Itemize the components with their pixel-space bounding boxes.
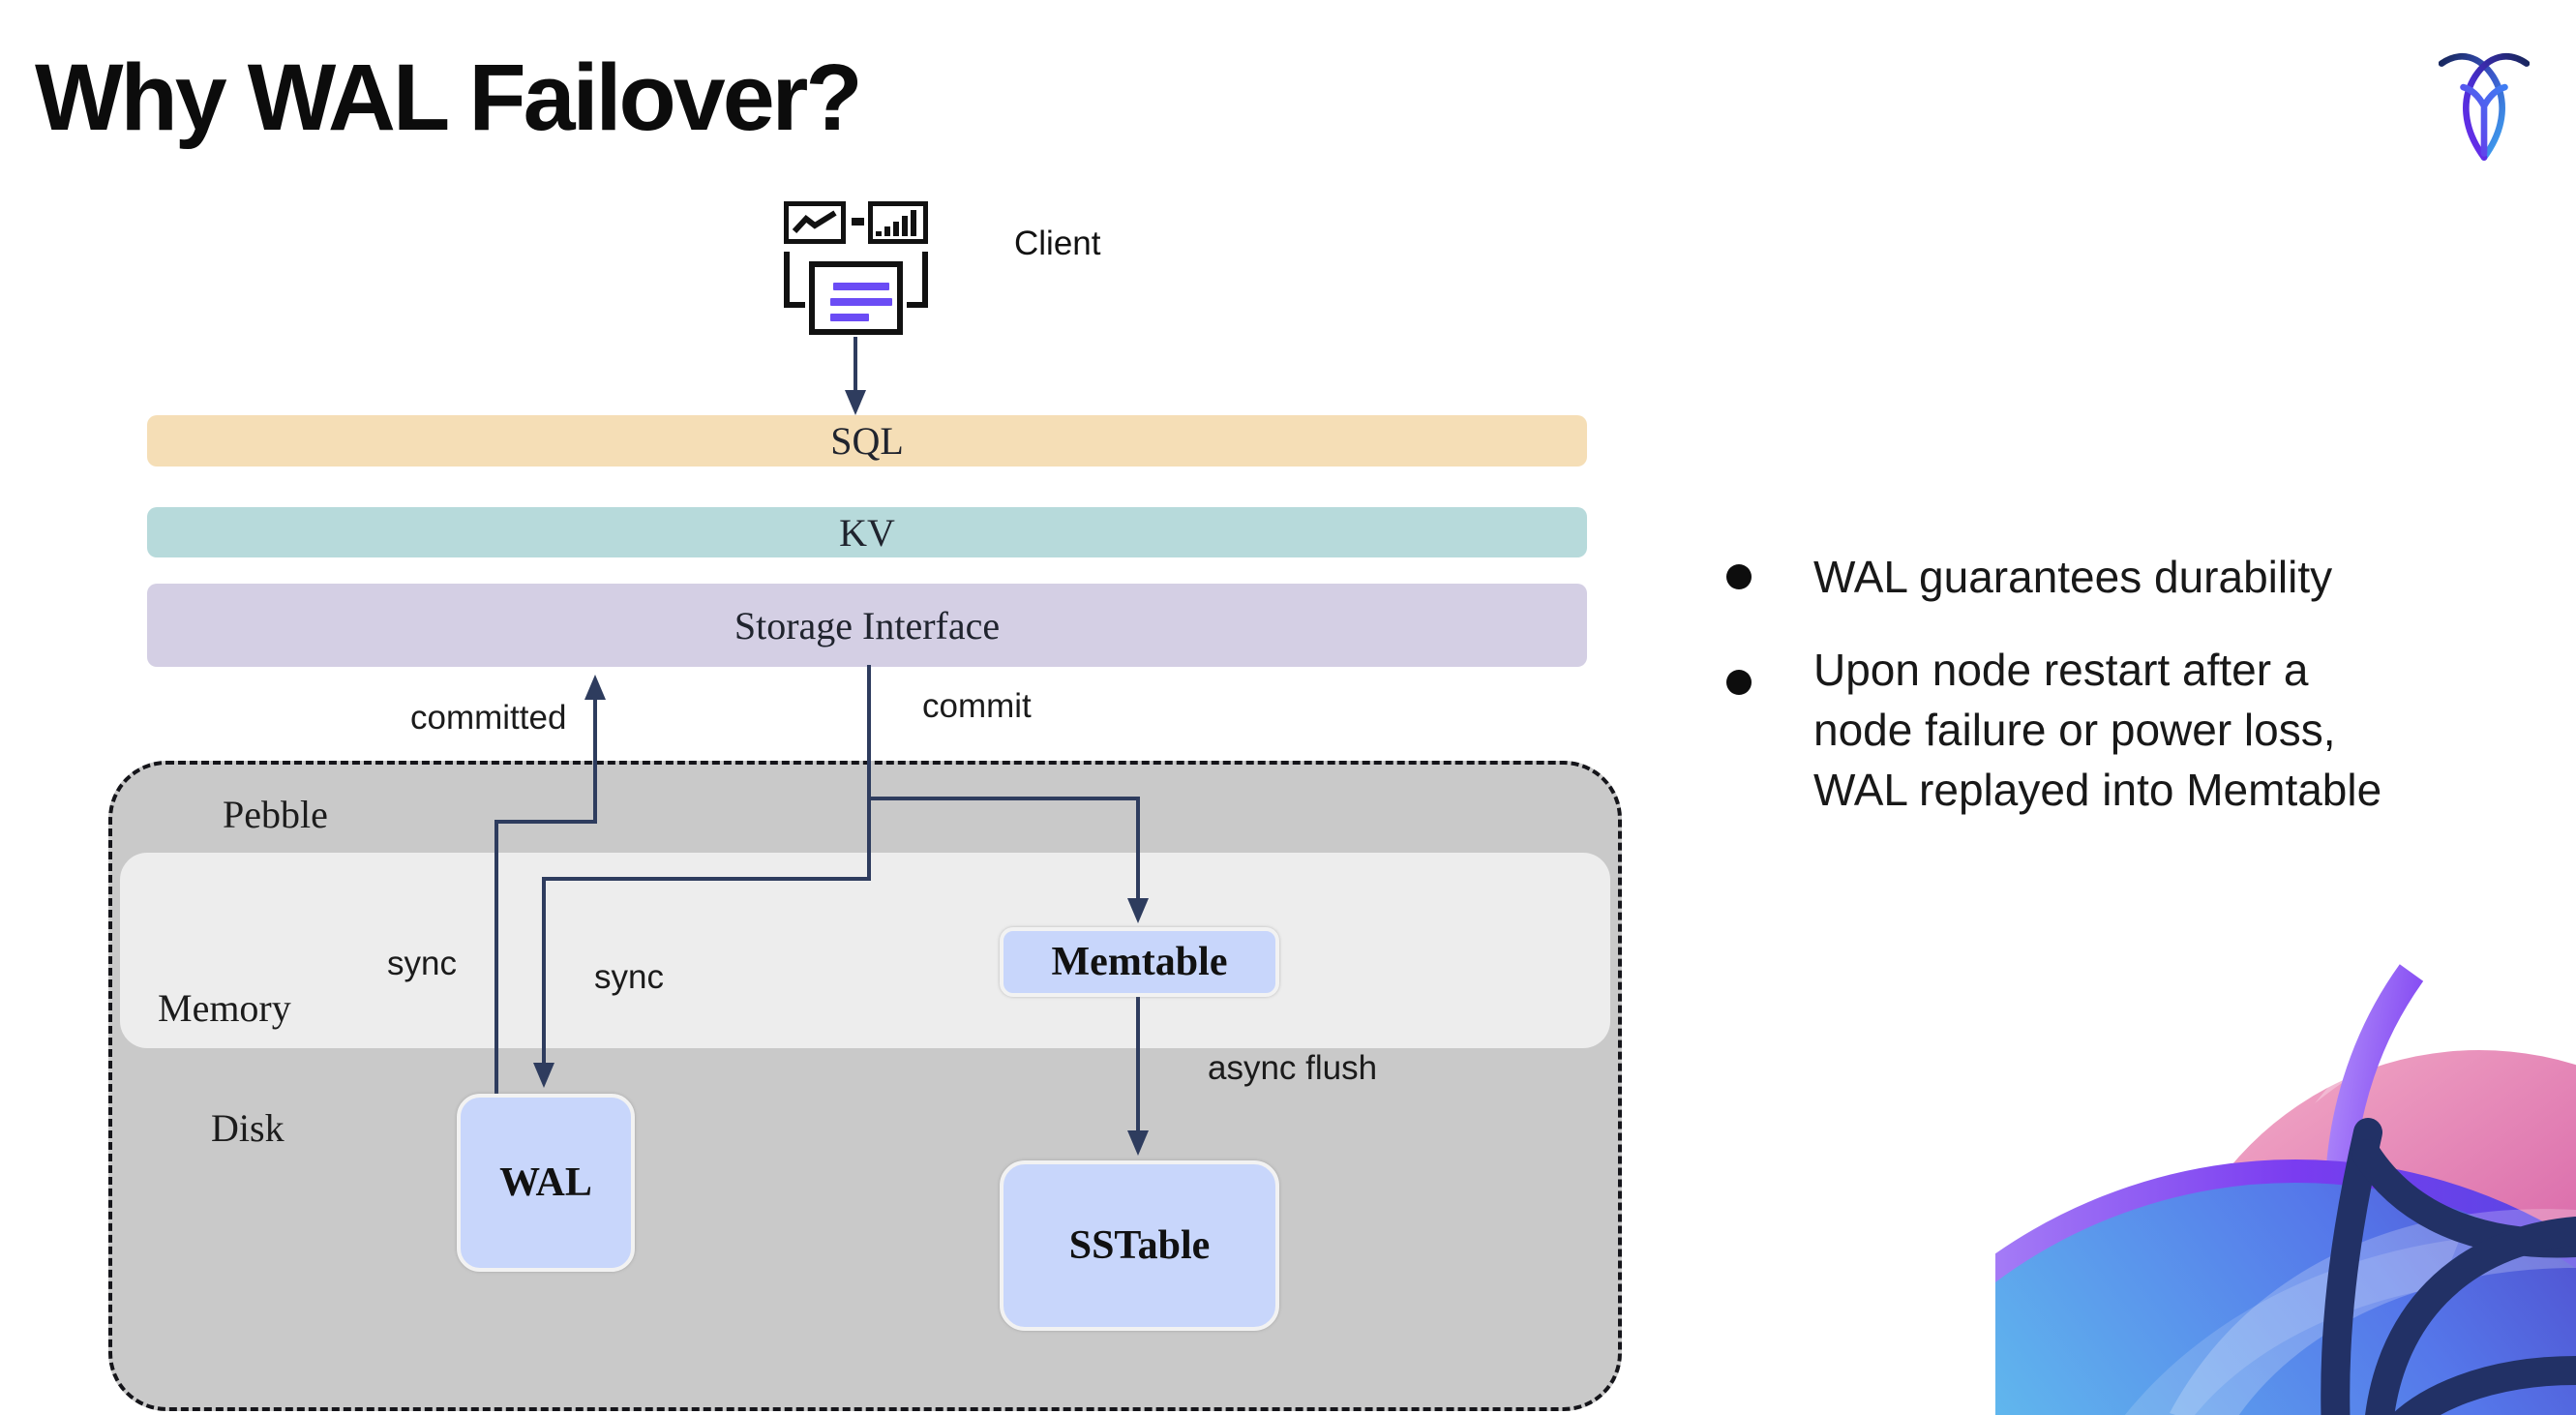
memory-label: Memory <box>158 986 291 1030</box>
page-title: Why WAL Failover? <box>35 45 863 150</box>
wal-label: WAL <box>499 1160 592 1205</box>
document-icon <box>809 261 903 335</box>
memory-zone <box>120 853 1610 1048</box>
client-label: Client <box>1014 225 1101 262</box>
layer-storage-interface: Storage Interface <box>147 584 1587 667</box>
committed-arrowhead <box>584 675 606 700</box>
memtable-arrow-segment <box>867 797 1140 800</box>
async-flush-label: async flush <box>1208 1049 1378 1087</box>
line-chart-icon <box>784 201 846 244</box>
cockroachdb-logo-icon <box>2438 48 2531 163</box>
committed-arrow-segment <box>494 820 498 1096</box>
commit-arrow-segment <box>867 665 871 881</box>
committed-label: committed <box>410 699 567 737</box>
sstable-label: SSTable <box>1068 1223 1211 1268</box>
sync-label-right: sync <box>594 958 664 996</box>
commit-arrow-segment <box>542 877 871 881</box>
bullet-item: WAL guarantees durability <box>1813 552 2333 602</box>
committed-arrow-segment <box>494 820 597 824</box>
disk-label: Disk <box>211 1106 285 1150</box>
brand-gradient-art <box>1844 948 2576 1415</box>
memtable-arrow-segment <box>1136 797 1140 900</box>
layer-sql-label: SQL <box>830 419 904 463</box>
client-arrow-line <box>854 337 857 393</box>
memtable-label: Memtable <box>1051 940 1228 984</box>
bracket-left-icon <box>784 252 805 308</box>
memtable-node: Memtable <box>1000 927 1279 997</box>
sstable-node: SSTable <box>1000 1160 1279 1331</box>
async-flush-arrowhead <box>1127 1130 1149 1156</box>
layer-kv: KV <box>147 507 1587 557</box>
sync-arrow-segment <box>542 877 546 1063</box>
wal-node: WAL <box>457 1094 635 1272</box>
bullet-dot <box>1726 564 1752 589</box>
sync-label-left: sync <box>387 945 457 982</box>
layer-kv-label: KV <box>839 510 895 555</box>
client-icon <box>784 198 939 344</box>
layer-sql: SQL <box>147 415 1587 467</box>
pebble-label: Pebble <box>223 793 328 836</box>
commit-label: commit <box>922 687 1032 725</box>
sync-arrowhead <box>533 1063 554 1088</box>
bullet-item: Upon node restart after a node failure o… <box>1813 645 2382 815</box>
dash-connector <box>852 218 864 226</box>
client-arrowhead <box>845 390 866 415</box>
bracket-right-icon <box>907 252 928 308</box>
layer-storage-label: Storage Interface <box>734 603 1001 647</box>
async-flush-arrow-segment <box>1136 997 1140 1134</box>
bullet-dot <box>1726 670 1752 695</box>
committed-arrow-segment <box>593 697 597 824</box>
memtable-arrowhead <box>1127 898 1149 923</box>
bar-chart-icon <box>868 201 928 244</box>
